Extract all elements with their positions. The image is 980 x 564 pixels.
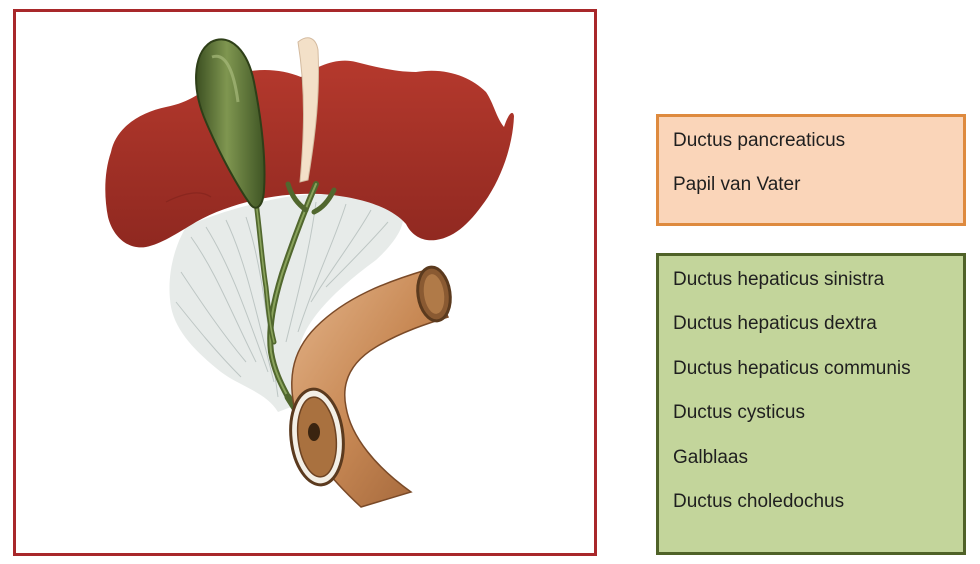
illustration-frame (13, 9, 597, 556)
legend-item-ductus-hepaticus-sinistra: Ductus hepaticus sinistra (673, 269, 885, 290)
duodenum (289, 265, 452, 508)
legend-item-ductus-hepaticus-communis: Ductus hepaticus communis (673, 357, 911, 379)
gallbladder (195, 38, 266, 209)
legend-item-ductus-pancreaticus: Ductus pancreaticus (673, 130, 846, 151)
legend-bile-duct-box: Ductus hepaticus sinistra Ductus hepatic… (656, 253, 966, 555)
papilla-opening (308, 423, 320, 441)
round-ligament (297, 37, 320, 183)
legend-item-galblaas: Galblaas (673, 446, 748, 468)
anatomy-illustration (105, 37, 515, 508)
legend-pancreatic-box: Ductus pancreaticus Papil van Vater (656, 114, 966, 226)
legend-item-ductus-choledochus: Ductus choledochus (673, 490, 845, 512)
legend-item-ductus-cysticus: Ductus cysticus (673, 402, 805, 424)
legend-item-papil-van-vater: Papil van Vater (673, 174, 801, 195)
legend-item-ductus-hepaticus-dextra: Ductus hepaticus dextra (673, 313, 877, 335)
